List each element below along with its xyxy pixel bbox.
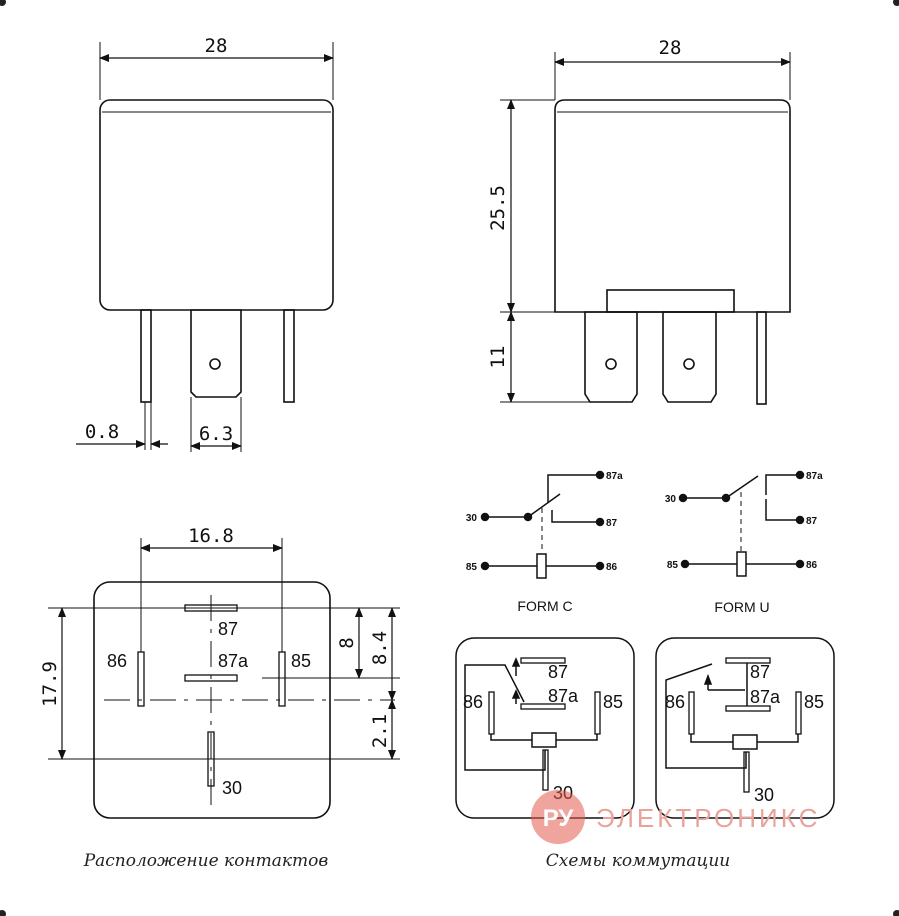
front-wide-pin	[190, 309, 242, 398]
side-pin-right	[662, 311, 717, 403]
pin-85	[278, 651, 286, 707]
coil-c	[536, 553, 547, 579]
sch-u-label-87a: 87a	[806, 471, 823, 482]
sch-c-label-86: 86	[606, 562, 618, 573]
front-width-dim: 28	[205, 35, 228, 57]
corner-mark	[0, 910, 6, 916]
pinout-caption: Расположение контактов	[83, 851, 329, 871]
corner-mark	[893, 910, 899, 916]
pin-86	[137, 651, 145, 707]
sch-u-label-86: 86	[806, 560, 818, 571]
front-thin-pin-left	[140, 309, 152, 403]
front-view	[76, 42, 334, 452]
watermark-text: ЭЛЕКТРОНИКС	[596, 803, 820, 833]
watermark-badge	[531, 790, 585, 844]
side-width-dim: 28	[659, 37, 682, 59]
sch-c-label-85: 85	[466, 562, 478, 573]
sch-u-label-85: 85	[667, 560, 679, 571]
front-pin-hole	[209, 358, 221, 370]
box-c-label-87: 87	[548, 662, 568, 682]
pinout-height-dim: 17.9	[39, 661, 61, 707]
box-u-coil	[732, 734, 758, 750]
switch-blade-u	[725, 475, 759, 499]
box-c-label-86: 86	[463, 692, 483, 712]
box-c-label-85: 85	[603, 692, 623, 712]
side-pin-length-dim: 11	[487, 346, 509, 369]
sch-u-label-30: 30	[665, 494, 677, 505]
pin-thickness-dim: 0.8	[85, 421, 119, 443]
front-thin-pin-right	[283, 309, 295, 403]
offset-top-dim: 8	[336, 637, 358, 648]
sch-c-label-30: 30	[466, 513, 478, 524]
box-u-label-30: 30	[754, 785, 774, 805]
sch-c-label-87: 87	[606, 518, 618, 529]
label-87: 87	[218, 619, 238, 639]
side-height-dim: 25.5	[487, 185, 509, 231]
box-u-label-86: 86	[665, 692, 685, 712]
front-relay-body	[99, 99, 334, 311]
form-u-title: FORM U	[714, 599, 769, 615]
side-pin-left	[584, 311, 638, 403]
box-u-label-85: 85	[804, 692, 824, 712]
pin-spacing-dim: 16.8	[188, 525, 234, 547]
box-c-label-87a: 87a	[548, 686, 579, 706]
corner-mark	[893, 0, 899, 6]
sch-u-label-87: 87	[806, 516, 818, 527]
label-30: 30	[222, 778, 242, 798]
schematic-form-c	[480, 470, 605, 579]
side-relay-body	[554, 99, 791, 313]
box-form-u	[655, 637, 835, 819]
box-c-coil	[531, 732, 557, 748]
switch-blade-c	[527, 493, 561, 518]
label-86: 86	[107, 651, 127, 671]
switching-caption: Схемы коммутации	[546, 851, 730, 871]
form-c-title: FORM C	[517, 598, 572, 614]
side-base-tab	[606, 289, 735, 313]
side-pin-left-hole	[605, 358, 617, 370]
offset-mid-dim: 8.4	[369, 631, 391, 665]
watermark-logo: РУ ЭЛЕКТРОНИКС	[531, 790, 820, 844]
box-u-label-87: 87	[750, 662, 770, 682]
watermark-badge-text: РУ	[543, 805, 575, 832]
pin-width-dim: 6.3	[199, 423, 233, 445]
box-u-label-87a: 87a	[750, 687, 781, 707]
sch-c-label-87a: 87a	[606, 471, 623, 482]
side-thin-pin	[756, 311, 767, 405]
corner-mark	[0, 0, 6, 6]
box-form-c	[455, 637, 635, 819]
side-pin-right-hole	[683, 358, 695, 370]
side-view	[500, 52, 791, 405]
label-85: 85	[291, 651, 311, 671]
offset-bottom-dim: 2.1	[369, 714, 391, 748]
pinout-outline	[93, 581, 331, 819]
label-87a: 87a	[218, 651, 249, 671]
pinout-view	[48, 538, 400, 819]
coil-u	[736, 551, 747, 577]
schematic-form-u	[678, 470, 805, 577]
